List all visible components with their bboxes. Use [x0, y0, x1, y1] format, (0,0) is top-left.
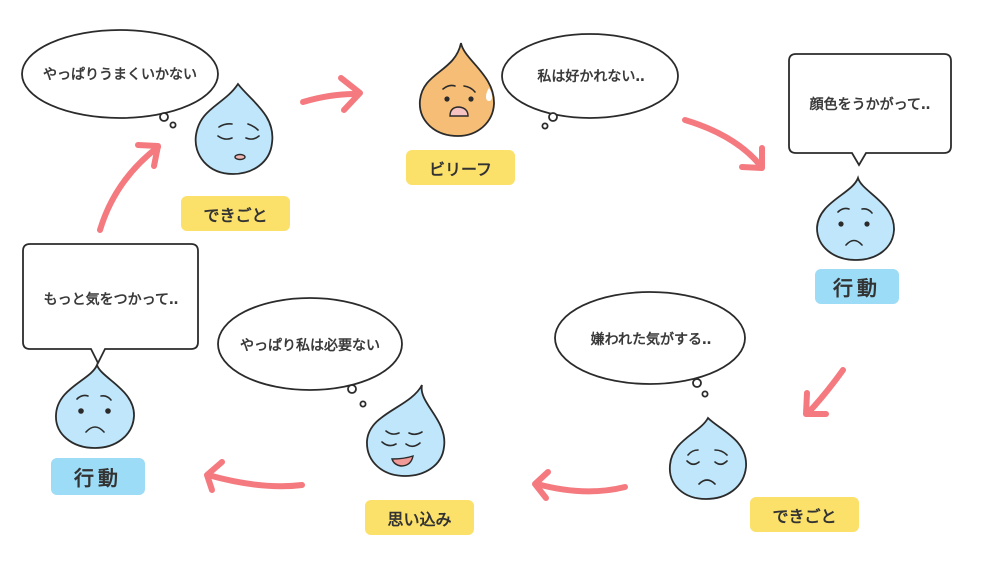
bubble-text-event-2: 嫌われた気がする‥ — [590, 332, 712, 348]
label-event-1: できごと — [181, 196, 290, 231]
thought-bubble — [501, 33, 679, 130]
thought-bubble — [554, 291, 746, 398]
arrow-left-icon — [532, 469, 628, 501]
label-action-2: 行動 — [51, 458, 145, 495]
thought-bubble — [217, 297, 403, 408]
water-drop-character-sleepy — [194, 82, 274, 175]
water-drop-character-frown — [816, 175, 895, 261]
arrow-left-icon — [204, 459, 305, 493]
arrow-down-left-icon — [803, 367, 846, 417]
speech-bubble — [22, 243, 199, 366]
water-drop-character-sad — [669, 416, 747, 500]
bubble-text-action-1: 顔色をうかがって‥ — [809, 97, 931, 113]
label-action-1: 行動 — [815, 269, 899, 304]
water-drop-character-smile — [366, 384, 446, 477]
arrow-right-icon — [300, 75, 363, 113]
bubble-text-assumption: やっぱり私は必要ない — [240, 338, 380, 354]
speech-bubble — [788, 53, 952, 167]
bubble-text-belief: 私は好かれない‥ — [537, 69, 645, 85]
arrow-down-right-icon — [682, 117, 765, 171]
label-belief: ビリーフ — [406, 150, 515, 185]
bubble-text-action-2: もっと気をつかって‥ — [43, 292, 179, 308]
label-event-2: できごと — [750, 497, 859, 532]
arrow-up-right-icon — [97, 142, 161, 233]
water-drop-character-frown — [55, 362, 135, 449]
water-drop-character-worried — [419, 42, 495, 137]
bubble-text-event-1: やっぱりうまくいかない — [43, 67, 197, 83]
label-assumption: 思い込み — [365, 500, 474, 535]
thought-bubble — [21, 29, 219, 129]
